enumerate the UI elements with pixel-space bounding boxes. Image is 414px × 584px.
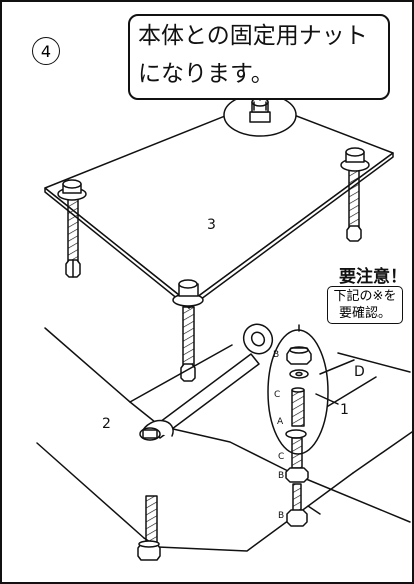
- lower-hardware: [285, 429, 321, 527]
- upper-nut-label: B: [273, 350, 280, 360]
- lower-table-top: [36, 327, 412, 552]
- upper-table-top: [44, 101, 394, 309]
- lower-nut-label-2: B: [278, 511, 285, 521]
- leg-front: [172, 279, 204, 382]
- leg-back-right: [340, 147, 370, 242]
- wrench: [139, 323, 274, 441]
- lower-leg: [137, 495, 161, 561]
- stud-label: A: [277, 417, 284, 427]
- detail-label: D: [354, 364, 365, 380]
- fixing-nut-highlight: [223, 93, 297, 137]
- callout-line-2: になります。: [138, 61, 274, 87]
- lower-washer-label: C: [278, 452, 285, 462]
- warning-note: 下記の※を 要確認。: [327, 286, 403, 324]
- label-leader-1: [315, 393, 339, 405]
- warning-note-line-2: 要確認。: [338, 306, 391, 321]
- wrench-label: 2: [102, 416, 111, 432]
- warning-note-line-1: 下記の※を: [333, 289, 397, 304]
- warning-title: 要注意！: [339, 267, 407, 287]
- leg-back-left: [57, 179, 87, 278]
- fixing-nut-callout: 本体との固定用ナット になります。: [128, 14, 390, 100]
- bolt-assembly-label: 1: [340, 402, 349, 418]
- upper-washer-label: C: [274, 390, 281, 400]
- callout-line-1: 本体との固定用ナット: [138, 23, 368, 49]
- step-number: 4: [32, 37, 60, 65]
- detail-oval: [267, 324, 329, 455]
- table-top-label: 3: [207, 217, 216, 233]
- label-leader-d: [319, 359, 355, 375]
- lower-nut-label-1: B: [278, 471, 285, 481]
